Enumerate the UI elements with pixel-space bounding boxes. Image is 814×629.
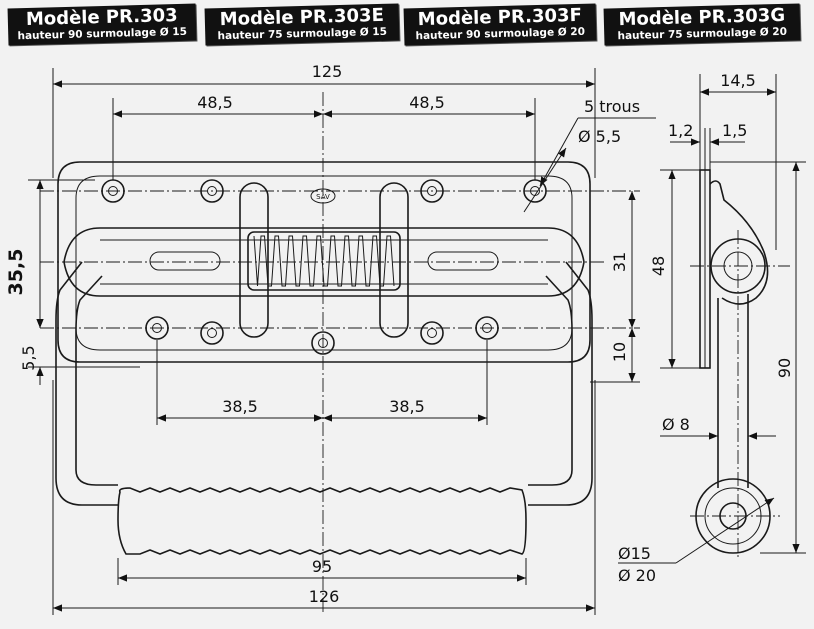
hole bbox=[420, 321, 444, 345]
dim-38-5-left: 38,5 bbox=[222, 397, 258, 416]
dim-5-5: 5,5 bbox=[19, 345, 38, 370]
dim-1-2: 1,2 bbox=[668, 121, 693, 140]
slot-left bbox=[239, 182, 269, 338]
dim-diameter-15: Ø15 bbox=[618, 544, 651, 563]
slot-right bbox=[379, 182, 409, 338]
dim-48-5-left: 48,5 bbox=[197, 93, 233, 112]
dim-14-5: 14,5 bbox=[720, 71, 756, 90]
dim-diameter-8: Ø 8 bbox=[662, 415, 690, 434]
plate-inner bbox=[75, 175, 573, 351]
mounting-plate bbox=[57, 161, 591, 363]
front-view: SAV bbox=[40, 92, 640, 612]
dim-126: 126 bbox=[309, 587, 340, 606]
front-dimensions: 125 48,5 48,5 5 trous Ø 5,5 35,5 5,5 38,… bbox=[5, 62, 656, 615]
dim-diameter-20: Ø 20 bbox=[618, 566, 656, 585]
dim-38-5-right: 38,5 bbox=[389, 397, 425, 416]
dim-1-5: 1,5 bbox=[722, 121, 747, 140]
dim-48: 48 bbox=[649, 256, 668, 276]
grip bbox=[117, 487, 527, 555]
hole bbox=[200, 321, 224, 345]
spring bbox=[247, 231, 401, 291]
side-arm bbox=[717, 294, 749, 488]
dim-10: 10 bbox=[610, 342, 629, 362]
dim-35-5: 35,5 bbox=[5, 249, 27, 296]
tube-slot-right bbox=[427, 251, 499, 271]
dim-95: 95 bbox=[312, 557, 332, 576]
hole-diameter-label: Ø 5,5 bbox=[578, 127, 621, 146]
tube-slot-left bbox=[149, 251, 221, 271]
dim-48-5-right: 48,5 bbox=[409, 93, 445, 112]
handle-bail bbox=[55, 261, 118, 506]
dim-125: 125 bbox=[312, 62, 343, 81]
dim-90: 90 bbox=[775, 358, 794, 378]
holes-count-label: 5 trous bbox=[584, 97, 640, 116]
dim-31: 31 bbox=[610, 252, 629, 272]
side-dimensions: 14,5 1,2 1,5 48 90 Ø 8 Ø15 Ø 20 bbox=[618, 71, 806, 585]
